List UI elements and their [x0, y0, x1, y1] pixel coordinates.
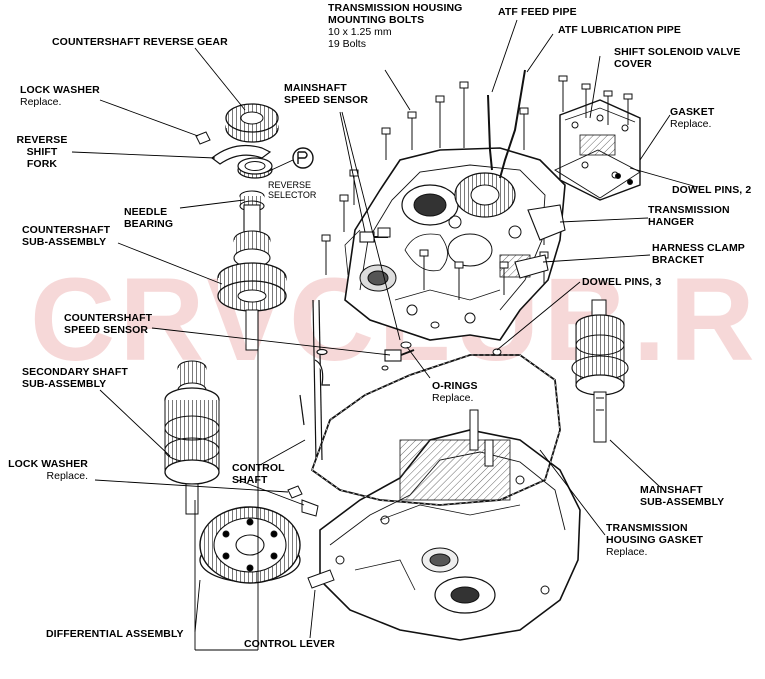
label-note: Replace.: [46, 470, 88, 482]
differential-assembly: [199, 506, 301, 584]
label-countershaft-subassembly: COUNTERSHAFT SUB-ASSEMBLY: [22, 224, 110, 248]
label-transmission-housing-bolts: TRANSMISSION HOUSING MOUNTING BOLTS 10 x…: [328, 2, 462, 50]
label-title: NEEDLE: [124, 206, 168, 218]
label-title: SUB-ASSEMBLY: [22, 378, 107, 390]
label-title: HOUSING GASKET: [606, 534, 704, 546]
label-title: ATF LUBRICATION PIPE: [558, 24, 681, 36]
label-title: FORK: [26, 158, 58, 170]
transmission-housing-gasket: [310, 354, 561, 506]
label-mainshaft-subassembly: MAINSHAFT SUB-ASSEMBLY: [640, 484, 724, 508]
label-title: SUB-ASSEMBLY: [640, 496, 725, 508]
label-title: HARNESS CLAMP: [652, 242, 745, 254]
label-spec: 19 Bolts: [328, 38, 366, 50]
label-shift-solenoid-valve-cover: SHIFT SOLENOID VALVE COVER: [614, 46, 740, 70]
label-note: Replace.: [606, 546, 648, 558]
label-title: MAINSHAFT: [640, 484, 703, 496]
secondary-shaft-subassembly: [164, 360, 220, 515]
label-o-rings: O-RINGS Replace.: [432, 380, 478, 404]
label-line: SELECTOR: [268, 190, 317, 200]
label-title: TRANSMISSION: [648, 204, 730, 216]
label-title: COUNTERSHAFT: [64, 312, 153, 324]
label-title: DOWEL PINS, 2: [672, 184, 752, 196]
label-note: Replace.: [432, 392, 474, 404]
countershaft-subassembly: [217, 204, 287, 351]
label-title: TRANSMISSION HOUSING: [328, 2, 463, 14]
atf-lubrication-pipe: [499, 69, 526, 179]
label-title: BEARING: [124, 218, 174, 230]
label-title: SPEED SENSOR: [284, 94, 369, 106]
label-harness-clamp-bracket: HARNESS CLAMP BRACKET: [652, 242, 745, 266]
label-title: ATF FEED PIPE: [498, 6, 577, 18]
label-needle-bearing: NEEDLE BEARING: [124, 206, 173, 230]
transmission-case: [319, 409, 581, 641]
label-lock-washer-top: LOCK WASHER Replace.: [20, 84, 100, 108]
label-title: SHIFT: [26, 146, 58, 158]
atf-feed-pipe: [487, 94, 493, 171]
label-title: SUB-ASSEMBLY: [22, 236, 107, 248]
label-title: REVERSE: [16, 134, 68, 146]
label-reverse-shift-fork: REVERSE SHIFT FORK: [14, 134, 70, 170]
label-title: SPEED SENSOR: [64, 324, 149, 336]
reverse-shift-fork: [211, 145, 272, 165]
label-lock-washer-bottom: LOCK WASHER Replace.: [4, 458, 88, 482]
control-shaft: [299, 299, 330, 461]
label-note: Replace.: [20, 96, 62, 108]
reverse-selector: [237, 157, 273, 179]
mainshaft-subassembly: [571, 299, 629, 443]
label-gasket: GASKET Replace.: [670, 106, 714, 130]
label-title: COVER: [614, 58, 652, 70]
label-countershaft-speed-sensor: COUNTERSHAFT SPEED SENSOR: [64, 312, 152, 336]
label-title: MAINSHAFT: [284, 82, 347, 94]
label-secondary-shaft-subassembly: SECONDARY SHAFT SUB-ASSEMBLY: [22, 366, 128, 390]
label-dowel-pins-2: DOWEL PINS, 2: [672, 184, 751, 196]
leader-lines: [71, 19, 698, 651]
label-title: SHIFT SOLENOID VALVE: [614, 46, 741, 58]
label-title: BRACKET: [652, 254, 705, 266]
label-title: LOCK WASHER: [8, 458, 88, 470]
label-title: DIFFERENTIAL ASSEMBLY: [46, 628, 184, 640]
label-mainshaft-speed-sensor: MAINSHAFT SPEED SENSOR: [284, 82, 368, 106]
label-atf-lubrication-pipe: ATF LUBRICATION PIPE: [558, 24, 681, 36]
countershaft-speed-sensor: [381, 341, 415, 371]
label-differential-assembly: DIFFERENTIAL ASSEMBLY: [46, 628, 184, 640]
label-title: HANGER: [648, 216, 695, 228]
lock-washer-top: [195, 131, 211, 145]
label-control-shaft: CONTROL SHAFT: [232, 462, 285, 486]
label-title: LOCK WASHER: [20, 84, 100, 96]
label-transmission-hanger: TRANSMISSION HANGER: [648, 204, 730, 228]
label-title: TRANSMISSION: [606, 522, 688, 534]
label-note: Replace.: [670, 118, 712, 130]
countershaft-reverse-gear: [225, 103, 279, 143]
label-reverse-selector: REVERSE SELECTOR: [268, 180, 316, 200]
label-line: REVERSE: [268, 180, 312, 190]
label-countershaft-reverse-gear: COUNTERSHAFT REVERSE GEAR: [52, 36, 228, 48]
dowel-pins-3: [430, 321, 502, 356]
lock-washer-bottom: [287, 485, 319, 517]
label-transmission-housing-gasket: TRANSMISSION HOUSING GASKET Replace.: [606, 522, 703, 558]
transmission-hanger: [527, 204, 566, 241]
label-atf-feed-pipe: ATF FEED PIPE: [498, 6, 577, 18]
solenoid-gasket: [554, 149, 641, 199]
label-title: MOUNTING BOLTS: [328, 14, 425, 26]
control-lever: [307, 569, 335, 589]
label-title: O-RINGS: [432, 380, 478, 392]
label-title: COUNTERSHAFT: [22, 224, 111, 236]
harness-clamp-bracket: [514, 254, 549, 279]
label-dowel-pins-3: DOWEL PINS, 3: [582, 276, 661, 288]
label-title: CONTROL LEVER: [244, 638, 335, 650]
label-title: DOWEL PINS, 3: [582, 276, 662, 288]
label-title: SHAFT: [232, 474, 268, 486]
label-control-lever: CONTROL LEVER: [244, 638, 335, 650]
needle-bearing: [239, 190, 265, 212]
label-title: CONTROL: [232, 462, 285, 474]
label-title: COUNTERSHAFT REVERSE GEAR: [52, 36, 228, 48]
label-title: GASKET: [670, 106, 715, 118]
transmission-housing: [344, 147, 566, 341]
label-spec: 10 x 1.25 mm: [328, 26, 392, 38]
label-title: SECONDARY SHAFT: [22, 366, 128, 378]
